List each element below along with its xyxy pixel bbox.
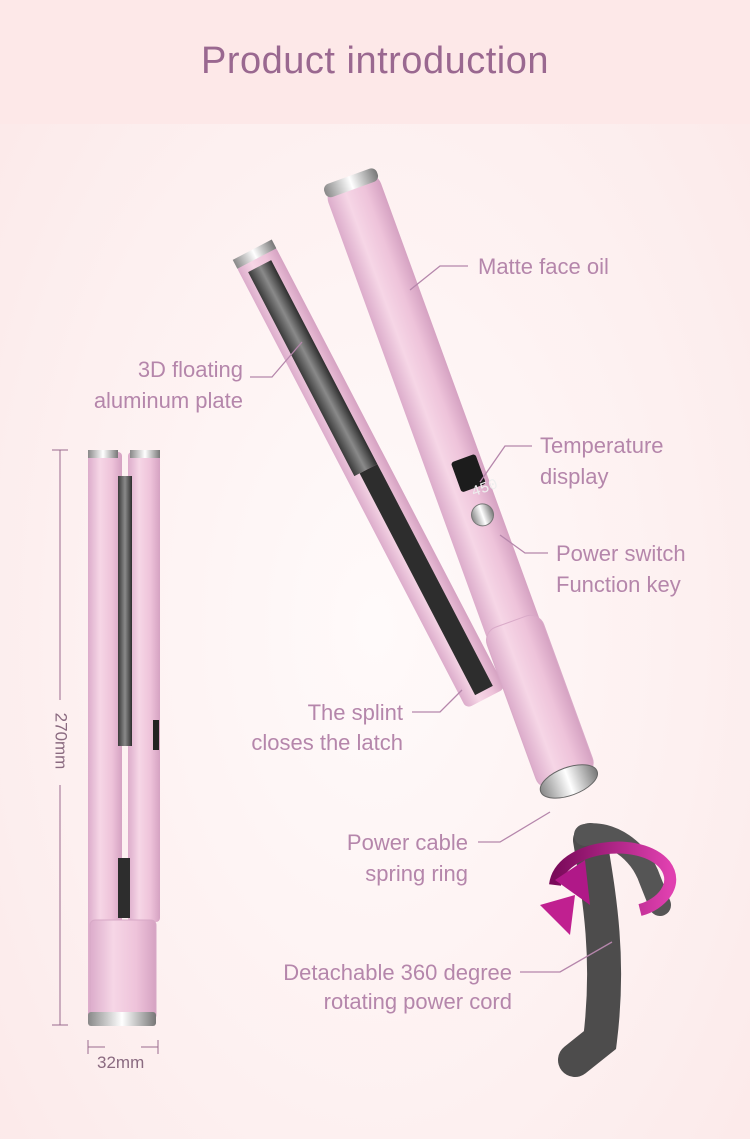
front-view-device	[88, 450, 160, 1026]
label-splint-line1: The splint	[307, 700, 403, 725]
label-matte-face: Matte face oil	[478, 254, 609, 279]
body-arm	[324, 168, 598, 799]
label-cord-line2: rotating power cord	[323, 989, 512, 1014]
label-cord-line1: Detachable 360 degree	[283, 960, 512, 985]
label-power-line1: Power switch	[556, 541, 686, 566]
leader-lines	[250, 265, 613, 973]
header-band	[0, 0, 750, 124]
length-dimension: 270mm	[51, 712, 71, 770]
label-plate-line1: 3D floating	[137, 357, 243, 382]
label-plate-line2: aluminum plate	[93, 388, 243, 413]
label-cable-line1: Power cable	[346, 830, 468, 855]
label-temp-line1: Temperature	[540, 433, 664, 458]
label-cable-line2: spring ring	[365, 861, 468, 886]
label-power-line2: Function key	[556, 572, 681, 597]
power-cord	[558, 823, 671, 1077]
plate-arm	[232, 239, 504, 707]
rotate-arrow-icon	[540, 841, 677, 935]
dimension-lines	[52, 449, 159, 1054]
label-splint-line2: closes the latch	[251, 730, 403, 755]
page-title: Product introduction	[201, 40, 549, 82]
label-temp-line2: display	[540, 464, 609, 489]
width-dimension: 32mm	[97, 1053, 145, 1072]
